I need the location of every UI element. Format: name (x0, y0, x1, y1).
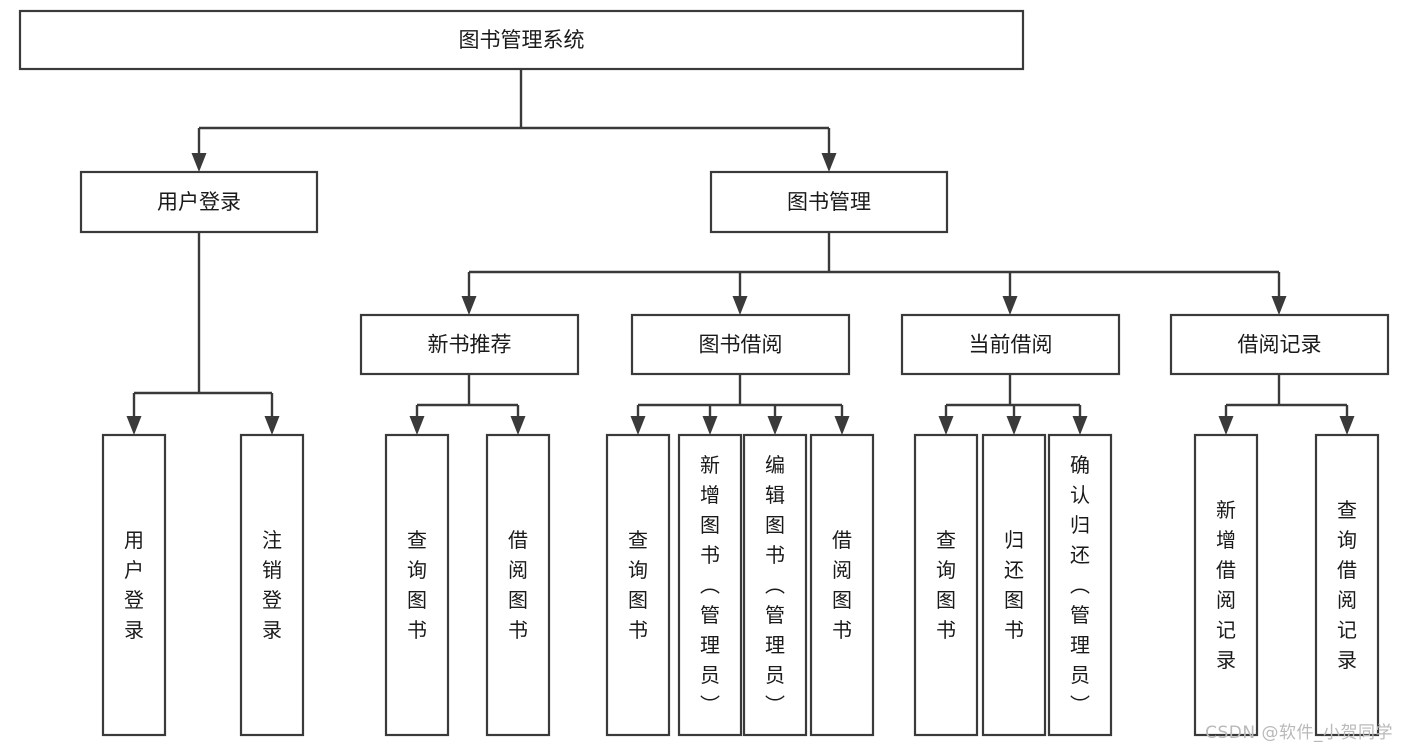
level3-node-3[interactable]: 当前借阅 (900, 313, 1121, 376)
arrow-head-icon (264, 416, 280, 435)
leaf-node-13[interactable]: 查询借阅记录 (1314, 433, 1380, 737)
arrow-head-icon (1006, 416, 1022, 435)
leaf-node-label: 查询图书 (407, 528, 427, 642)
leaf-node-label: 新增图书︵管理员︶ (700, 453, 720, 717)
leaf-node-box (677, 433, 743, 737)
leaf-node-label: 借阅图书 (508, 528, 528, 642)
arrow-head-icon (409, 416, 425, 435)
connector-new-to-leaves (409, 374, 526, 435)
leaf-node-4[interactable]: 借阅图书 (485, 433, 551, 737)
leaf-node-10[interactable]: 归还图书 (981, 433, 1047, 737)
leaf-node-box (913, 433, 979, 737)
leaf-node-label: 查询图书 (936, 528, 956, 642)
level3-node-box (630, 313, 851, 376)
leaf-node-5[interactable]: 查询图书 (605, 433, 671, 737)
arrow-head-icon (1002, 296, 1018, 315)
arrow-head-icon (510, 416, 526, 435)
level3-node-2[interactable]: 图书借阅 (630, 313, 851, 376)
level3-node-label: 借阅记录 (1238, 333, 1322, 357)
root-node-label: 图书管理系统 (459, 28, 585, 52)
level3-node-label: 当前借阅 (969, 333, 1053, 357)
leaf-node-box (485, 433, 551, 737)
connector-current-to-leaves (938, 374, 1088, 435)
connector-books-to-level3 (461, 232, 1287, 315)
leaf-node-box (981, 433, 1047, 737)
leaf-node-label: 查询图书 (628, 528, 648, 642)
leaf-node-label: 新增借阅记录 (1216, 498, 1236, 672)
level2-node-box (79, 170, 319, 234)
leaf-node-box (1047, 433, 1113, 737)
leaf-node-label: 借阅图书 (832, 528, 852, 642)
level3-node-label: 新书推荐 (428, 333, 512, 357)
connector-login-to-leaves (126, 232, 280, 435)
arrow-head-icon (767, 416, 783, 435)
arrow-head-icon (834, 416, 850, 435)
leaf-node-label: 注销登录 (262, 528, 282, 642)
leaf-node-label: 确认归还︵管理员︶ (1070, 453, 1090, 717)
leaf-node-box (605, 433, 671, 737)
root-node-1[interactable]: 图书管理系统 (18, 9, 1025, 71)
connector-root-to-level2 (191, 69, 837, 172)
leaf-node-2[interactable]: 注销登录 (239, 433, 305, 737)
arrow-head-icon (702, 416, 718, 435)
arrow-head-icon (1339, 416, 1355, 435)
leaf-node-label: 归还图书 (1004, 528, 1024, 642)
connector-layer (126, 69, 1355, 435)
leaf-node-8[interactable]: 借阅图书 (809, 433, 875, 737)
leaf-node-7[interactable]: 编辑图书︵管理员︶ (742, 433, 808, 737)
connector-record-to-leaves (1218, 374, 1355, 435)
arrow-head-icon (630, 416, 646, 435)
leaf-node-box (1314, 433, 1380, 737)
leaf-node-6[interactable]: 新增图书︵管理员︶ (677, 433, 743, 737)
leaf-node-label: 编辑图书︵管理员︶ (765, 453, 785, 717)
leaf-node-3[interactable]: 查询图书 (384, 433, 450, 737)
level3-node-box (1169, 313, 1390, 376)
level2-node-label: 用户登录 (157, 190, 241, 214)
level2-node-1[interactable]: 用户登录 (79, 170, 319, 234)
leaf-node-9[interactable]: 查询图书 (913, 433, 979, 737)
arrow-head-icon (1218, 416, 1234, 435)
leaf-node-box (239, 433, 305, 737)
arrow-head-icon (191, 153, 207, 172)
leaf-node-box (1193, 433, 1259, 737)
level3-node-box (900, 313, 1121, 376)
root-node-box (18, 9, 1025, 71)
level2-node-2[interactable]: 图书管理 (709, 170, 949, 234)
leaf-node-12[interactable]: 新增借阅记录 (1193, 433, 1259, 737)
level3-node-label: 图书借阅 (699, 333, 783, 357)
leaf-node-11[interactable]: 确认归还︵管理员︶ (1047, 433, 1113, 737)
connector-borrow-to-leaves (630, 374, 850, 435)
arrow-head-icon (732, 296, 748, 315)
leaf-node-box (742, 433, 808, 737)
arrow-head-icon (461, 296, 477, 315)
level2-node-label: 图书管理 (787, 190, 871, 214)
leaf-node-box (809, 433, 875, 737)
arrow-head-icon (1072, 416, 1088, 435)
node-layer: 图书管理系统用户登录图书管理新书推荐图书借阅当前借阅借阅记录用户登录注销登录查询… (18, 9, 1390, 737)
leaf-node-1[interactable]: 用户登录 (101, 433, 167, 737)
leaf-node-label: 用户登录 (124, 528, 144, 642)
level3-node-4[interactable]: 借阅记录 (1169, 313, 1390, 376)
leaf-node-label: 查询借阅记录 (1337, 498, 1357, 672)
arrow-head-icon (821, 153, 837, 172)
level3-node-1[interactable]: 新书推荐 (359, 313, 580, 376)
arrow-head-icon (938, 416, 954, 435)
level2-node-box (709, 170, 949, 234)
leaf-node-box (101, 433, 167, 737)
arrow-head-icon (1271, 296, 1287, 315)
level3-node-box (359, 313, 580, 376)
leaf-node-box (384, 433, 450, 737)
arrow-head-icon (126, 416, 142, 435)
